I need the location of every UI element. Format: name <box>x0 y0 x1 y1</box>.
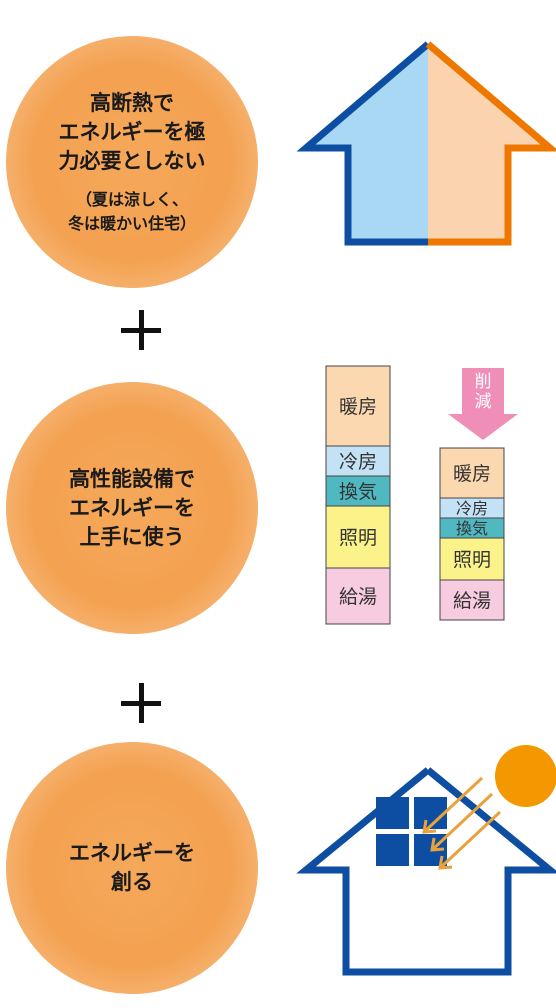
before-label-2: 換気 <box>339 481 377 503</box>
before-segment-2 <box>325 475 391 507</box>
sun-ray-3 <box>438 810 502 870</box>
generation-main-text: エネルギーを 創る <box>69 841 195 894</box>
before-label-0: 暖房 <box>339 396 377 418</box>
insulated-house-left-fill <box>306 44 428 242</box>
reduce-arrow-shaft <box>462 368 504 414</box>
equipment-main-text: 高性能設備で エネルギーを 上手に使う <box>69 466 195 549</box>
insulation-main-text: 高断熱で エネルギーを極 力必要としない <box>58 90 206 173</box>
insulated-house-right-outline <box>425 41 556 246</box>
sun-ray-1 <box>422 776 484 834</box>
reduce-arrow-head <box>448 414 518 440</box>
window-pane-3 <box>376 834 409 866</box>
before-segment-1 <box>325 445 391 477</box>
after-segment-3 <box>439 537 505 581</box>
sun-ray-2 <box>430 792 494 852</box>
before-segment-4 <box>325 567 391 625</box>
sun-icon <box>495 745 556 807</box>
after-label-1: 冷房 <box>456 499 488 518</box>
before-label-1: 冷房 <box>339 451 377 473</box>
plus-icon-1 <box>121 310 161 350</box>
after-label-3: 照明 <box>453 549 491 571</box>
insulated-house-right-fill <box>428 44 550 242</box>
insulation-sub-text: （夏は涼しく、 冬は暖かい住宅） <box>67 189 196 233</box>
sun-ray-head-3 <box>438 855 453 870</box>
after-segment-4 <box>439 579 505 621</box>
after-segment-0 <box>439 447 505 499</box>
plus-icon-2 <box>121 683 161 723</box>
window-pane-1 <box>376 797 409 829</box>
equipment-circle: 高性能設備で エネルギーを 上手に使う <box>6 382 258 634</box>
window-pane-2 <box>414 797 447 829</box>
solar-house-icon <box>296 745 556 976</box>
sunlight-rays-icon <box>422 776 502 870</box>
after-label-2: 換気 <box>456 519 488 538</box>
before-label-3: 照明 <box>339 527 377 549</box>
sunlight-ray-heads <box>422 819 453 870</box>
reduce-label-2: 減 <box>475 392 492 412</box>
sun-ray-head-1 <box>422 819 437 834</box>
insulation-circle: 高断熱で エネルギーを極 力必要としない （夏は涼しく、 冬は暖かい住宅） <box>6 36 258 288</box>
reduce-arrow-icon: 削 減 <box>448 368 518 440</box>
generation-circle: エネルギーを 創る <box>6 742 258 994</box>
insulated-house-left-outline <box>296 41 431 246</box>
solar-house-outline <box>296 767 556 976</box>
sun-ray-head-2 <box>430 837 445 852</box>
after-label-4: 給湯 <box>453 590 491 612</box>
reduce-label-1: 削 <box>475 372 492 392</box>
window-icon <box>376 797 447 866</box>
before-label-4: 給湯 <box>339 586 377 608</box>
insulated-house-icon <box>296 41 556 246</box>
before-segment-3 <box>325 505 391 569</box>
after-label-0: 暖房 <box>453 463 491 485</box>
